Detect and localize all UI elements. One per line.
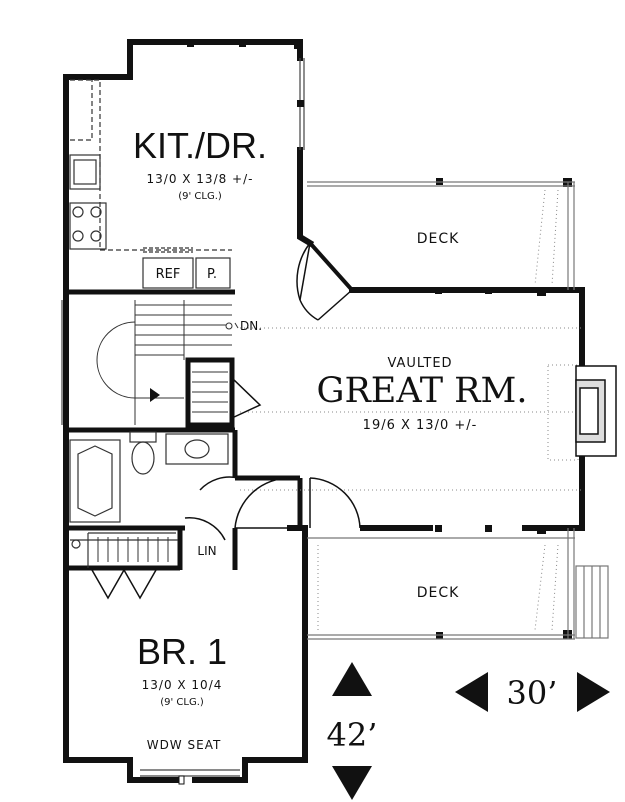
depth-dimension: 42’ (327, 716, 378, 754)
interior-walls (66, 289, 303, 571)
depth-down-arrow-icon (332, 766, 372, 800)
ref-label: REF (156, 267, 181, 282)
great-room-note: VAULTED (387, 356, 452, 371)
kitchen-ceiling: (9' CLG.) (178, 191, 222, 202)
stair-down-label: DN. (240, 319, 262, 333)
width-dimension: 30’ (507, 674, 558, 712)
linen-label: LIN (197, 544, 216, 558)
closet-shelf-ticks (97, 537, 169, 562)
exterior-walls (63, 39, 585, 783)
decks (307, 181, 609, 640)
great-room-dims: 19/6 X 13/0 +/- (363, 418, 478, 433)
bedroom-dims: 13/0 X 10/4 (142, 678, 223, 692)
great-room-name: GREAT RM. (316, 371, 527, 411)
vault-lines (240, 327, 582, 491)
depth-up-arrow-icon (332, 662, 372, 696)
kitchen-fixtures (69, 79, 232, 289)
bedroom-name: BR. 1 (137, 631, 227, 672)
deck-upper-label: DECK (417, 231, 460, 247)
pantry-label: P. (207, 267, 217, 282)
bedroom-ceiling: (9' CLG.) (160, 697, 204, 708)
doors (91, 241, 361, 600)
kitchen-dims: 13/0 X 13/8 +/- (147, 172, 254, 186)
stair-marker (225, 322, 233, 330)
stair-arrow-icon (150, 388, 160, 402)
width-right-arrow-icon (577, 672, 610, 712)
kitchen-name: KIT./DR. (133, 125, 267, 166)
deck-lower-label: DECK (417, 585, 460, 601)
bath-fixtures (69, 431, 229, 568)
staircase (96, 300, 239, 425)
width-left-arrow-icon (455, 672, 488, 712)
fireplace (575, 365, 617, 457)
window-seat-label: WDW SEAT (147, 738, 222, 752)
